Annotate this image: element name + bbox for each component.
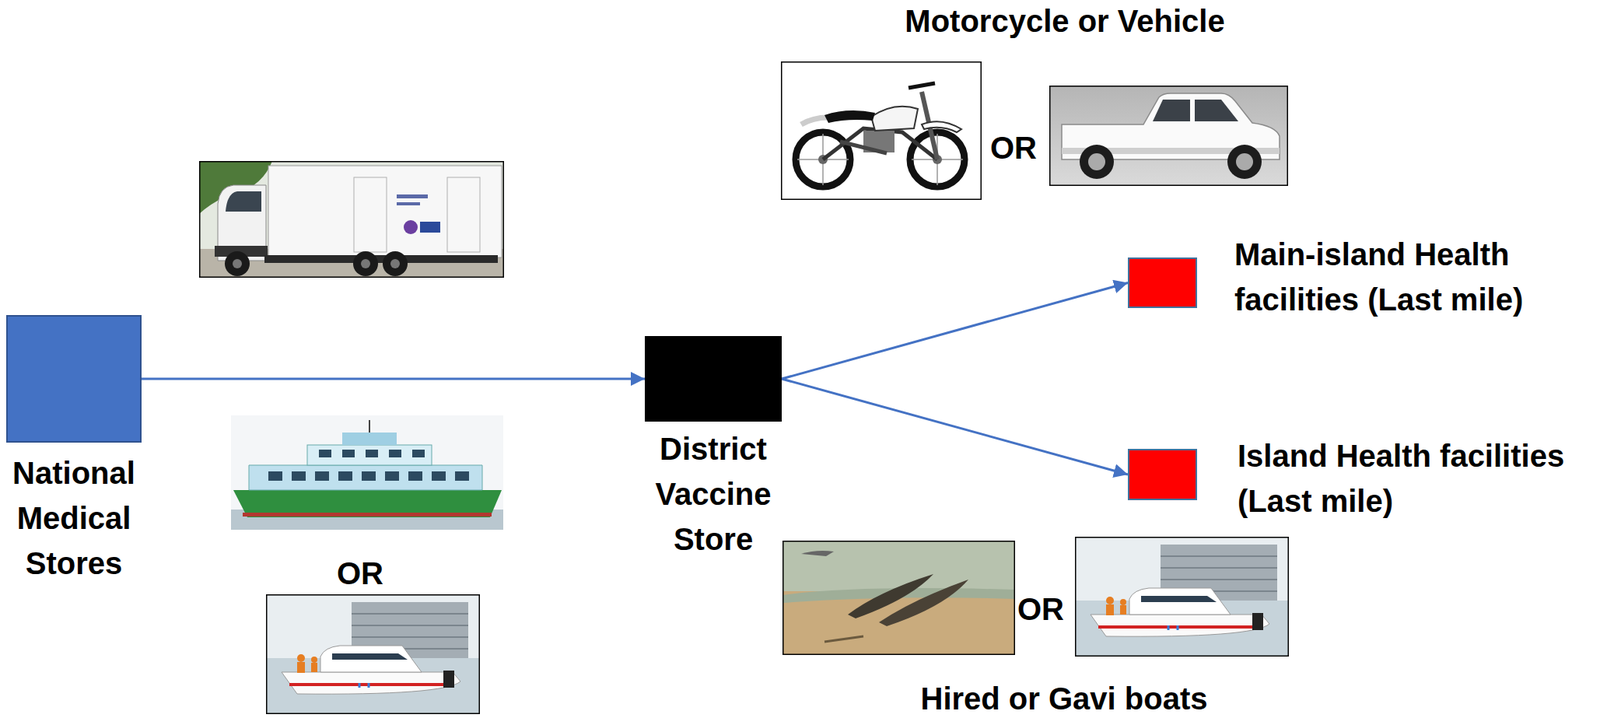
illustration-part [242,512,492,517]
illustration-part [268,165,502,258]
illustration-part [878,579,969,627]
illustration-part [824,636,864,642]
ambulance-boat-picture [266,594,480,715]
transport-heading: Hired or Gavi boats [920,680,1208,717]
flow-arrow [781,283,1128,380]
flow-arrow [781,378,1128,475]
illustration-part [908,83,935,88]
facility-box: Main-island Health facilities (Last mile… [1127,257,1198,309]
illustration-part [447,177,480,253]
illustration-part [921,121,962,133]
refrigerated-truck-picture [199,161,505,278]
illustration-part [822,128,938,160]
illustration-part [1079,144,1114,179]
illustration-part [1227,144,1262,179]
illustration-part [307,444,432,466]
illustration-part [353,251,379,277]
illustration-part [1050,86,1289,186]
illustration-part [396,202,421,206]
illustration-part [318,449,425,458]
illustration-part [840,141,887,154]
illustration-part [871,106,918,131]
illustration-part [248,465,483,491]
illustration-part [264,255,498,263]
illustration-part [224,251,250,277]
caption-group: National Medical Stores [0,450,156,586]
pickup-vehicle-picture [1050,86,1289,186]
store-box: National Medical Stores [6,315,142,443]
illustration-part [231,415,504,530]
node-label: Island Health facilities (Last mile) [1237,433,1590,524]
illustration-part [1194,99,1239,122]
illustration-part [225,191,262,212]
illustration-part [199,161,505,278]
node-label: National Medical Stores [0,450,156,586]
illustration-part [1152,99,1191,122]
illustration-part [199,161,505,278]
illustration-part [353,177,387,253]
store-box: District Vaccine Store [644,336,782,422]
illustration-part [403,220,418,235]
illustration-part [360,259,371,269]
flow-arrow [141,378,645,381]
illustration-part [420,221,441,233]
illustration-part [824,110,876,123]
illustration-part [783,541,1016,655]
node-label: District Vaccine Store [631,426,795,562]
illustration-part [396,194,428,199]
illustration-part [390,259,400,269]
illustration-part [233,490,502,518]
caption-group: Island Health facilities (Last mile) [1237,433,1590,524]
illustration-part [342,432,397,445]
transport-heading: Motorcycle or Vehicle [904,3,1225,39]
illustration-part [1235,153,1254,171]
node-label: Main-island Health facilities (Last mile… [1234,231,1586,323]
ambulance-boat-picture [1074,536,1289,657]
or-label: OR [1017,591,1065,627]
illustration-part [782,591,1016,655]
illustration-part [801,550,834,557]
illustration-part [368,420,371,433]
illustration-part [382,251,408,277]
illustration-part [782,540,1016,655]
or-label: OR [336,555,384,592]
or-label: OR [990,129,1037,166]
illustration-part [1088,153,1106,171]
canoes-picture [782,540,1016,655]
illustration-part [781,62,982,200]
motorcycle-picture [781,62,982,200]
illustration-part [268,471,470,481]
facility-box: Island Health facilities (Last mile) [1127,448,1198,501]
caption-group: District Vaccine Store [631,426,795,562]
ferry-picture [231,415,504,530]
caption-group: Main-island Health facilities (Last mile… [1234,231,1586,323]
illustration-part [232,259,242,269]
